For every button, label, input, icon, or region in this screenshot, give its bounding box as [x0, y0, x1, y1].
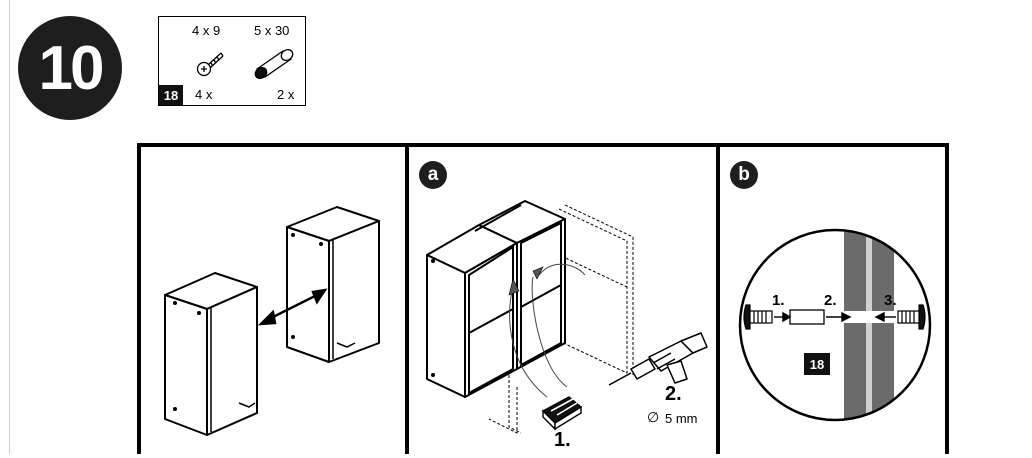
page-margin-rule: [9, 0, 10, 454]
two-cabinets-illustration: [164, 206, 380, 436]
panel-b-step-3-label: 3.: [884, 292, 897, 309]
panel-b-part-number: 18: [809, 356, 825, 372]
drill-diameter-symbol: ∅: [647, 409, 660, 425]
panel-a-step-1-label: 1.: [554, 429, 571, 451]
panel-b-part-badge: 18: [804, 353, 830, 375]
panel-b-letter: b: [738, 164, 750, 185]
part-number-badge: 18: [159, 85, 183, 105]
drill-size-label: 5 mm: [665, 411, 698, 426]
panel-b-dowel-detail: b 1. 2. 3. 1: [716, 143, 949, 454]
dowel-quantity: 2 x: [277, 87, 295, 102]
panel-a-drilling: a: [405, 143, 720, 454]
panel-a-step-2-label: 2.: [665, 383, 682, 405]
dowel-detail-illustration: [738, 228, 932, 422]
step-number-badge: 10: [18, 16, 122, 120]
dowel-icon: [254, 49, 294, 79]
screw-size-label: 4 x 9: [192, 23, 221, 38]
drilling-illustration: [426, 200, 708, 434]
panel-b-step-2-label: 2.: [824, 292, 837, 309]
screw-icon: [196, 52, 224, 77]
part-number-text: 18: [163, 87, 179, 103]
dowel-size-label: 5 x 30: [254, 23, 290, 38]
panel-a-letter-badge: a: [419, 161, 447, 189]
panel-b-step-1-label: 1.: [772, 292, 785, 309]
step-number: 10: [38, 33, 105, 103]
panel-b-letter-badge: b: [730, 161, 758, 189]
screw-quantity: 4 x: [195, 87, 213, 102]
panel-a-letter: a: [427, 164, 439, 185]
parts-list-box: 4 x 9 5 x 30 18 4 x 2 x: [158, 16, 306, 106]
panel-align-cabinets: [137, 143, 409, 454]
